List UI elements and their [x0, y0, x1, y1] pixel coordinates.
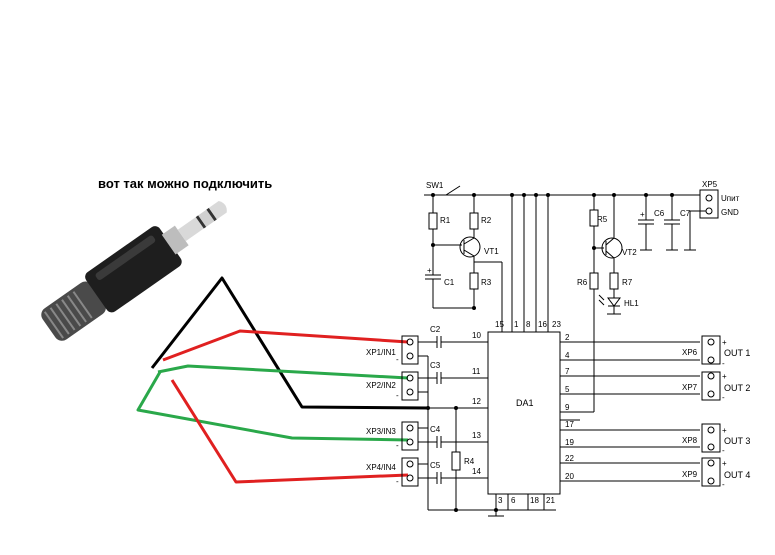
out2-plus: +: [722, 372, 727, 381]
pin-14: 14: [472, 467, 481, 476]
pin-15: 15: [495, 320, 504, 329]
c3-label: C3: [430, 361, 441, 370]
r4-label: R4: [464, 457, 475, 466]
pin-10: 10: [472, 331, 481, 340]
pin-5: 5: [565, 385, 570, 394]
connection-wires: [136, 276, 429, 484]
pin-16: 16: [538, 320, 547, 329]
da1-label: DA1: [516, 398, 534, 408]
pin-19: 19: [565, 438, 574, 447]
r7-label: R7: [622, 278, 633, 287]
r6-label: R6: [577, 278, 588, 287]
xp7-label: XP7: [682, 383, 698, 392]
input-2-label: XP2/IN2: [366, 381, 396, 390]
c7-label: C7: [680, 209, 691, 218]
out4-label: OUT 4: [724, 470, 750, 480]
sw1-label: SW1: [426, 181, 444, 190]
out3-label: OUT 3: [724, 436, 750, 446]
junctions: [426, 193, 674, 512]
pin-17: 17: [565, 420, 574, 429]
c6-label: C6: [654, 209, 665, 218]
black-wire: [150, 276, 429, 410]
out3-plus: +: [722, 426, 727, 435]
pin-12: 12: [472, 397, 481, 406]
pin-2: 2: [565, 333, 570, 342]
component-labels: SW1 R1 R2 C1 + VT1 R3 R5 VT2 R6 R7 HL1 C…: [366, 180, 750, 489]
hl1-label: HL1: [624, 299, 639, 308]
caption-text: вот так можно подключить: [98, 176, 273, 191]
pin-23: 23: [552, 320, 561, 329]
xp5-label: XP5: [702, 180, 718, 189]
r3-label: R3: [481, 278, 492, 287]
pin-1: 1: [514, 320, 519, 329]
pin-7: 7: [565, 367, 570, 376]
r1-label: R1: [440, 216, 451, 225]
out3-minus: -: [722, 446, 725, 455]
input-4-label: XP4/IN4: [366, 463, 396, 472]
out1-minus: -: [722, 359, 725, 368]
c1-plus: +: [427, 266, 432, 275]
input-4-minus: -: [396, 477, 399, 486]
r2-label: R2: [481, 216, 492, 225]
gnd-label: GND: [721, 208, 739, 217]
input-1-label: XP1/IN1: [366, 348, 396, 357]
pin-21: 21: [546, 496, 555, 505]
pin-3: 3: [498, 496, 503, 505]
pin-22: 22: [565, 454, 574, 463]
input-3-minus: -: [396, 441, 399, 450]
c4-label: C4: [430, 425, 441, 434]
out2-minus: -: [722, 393, 725, 402]
green-wire-bottom: [136, 371, 409, 442]
input-3-label: XP3/IN3: [366, 427, 396, 436]
green-wire-top: [157, 364, 409, 380]
out2-label: OUT 2: [724, 383, 750, 393]
c1-label: C1: [444, 278, 455, 287]
out1-plus: +: [722, 338, 727, 347]
ic-pin-numbers: 15 1 8 16 23 10 11 12 13 14 2 4 7 5 9 17…: [472, 320, 574, 505]
input-2-minus: -: [396, 391, 399, 400]
pin-20: 20: [565, 472, 574, 481]
pin-11: 11: [472, 367, 481, 376]
upit-label: Uпит: [721, 194, 740, 203]
out4-plus: +: [722, 459, 727, 468]
c6-plus: +: [640, 210, 645, 219]
pin-4: 4: [565, 351, 570, 360]
pin-8: 8: [526, 320, 531, 329]
pin-13: 13: [472, 431, 481, 440]
xp9-label: XP9: [682, 470, 698, 479]
pin-6: 6: [511, 496, 516, 505]
audio-jack-plug: [41, 201, 227, 341]
schematic-lines: [401, 185, 721, 517]
red-wire-bottom: [170, 379, 409, 484]
pin-18: 18: [530, 496, 539, 505]
c2-label: C2: [430, 325, 441, 334]
input-1-minus: -: [396, 355, 399, 364]
vt1-label: VT1: [484, 247, 499, 256]
xp6-label: XP6: [682, 348, 698, 357]
c5-label: C5: [430, 461, 441, 470]
out1-label: OUT 1: [724, 348, 750, 358]
r5-label: R5: [597, 215, 608, 224]
vt2-label: VT2: [622, 248, 637, 257]
out4-minus: -: [722, 480, 725, 489]
xp8-label: XP8: [682, 436, 698, 445]
red-wire-top: [162, 329, 409, 362]
pin-9: 9: [565, 403, 570, 412]
